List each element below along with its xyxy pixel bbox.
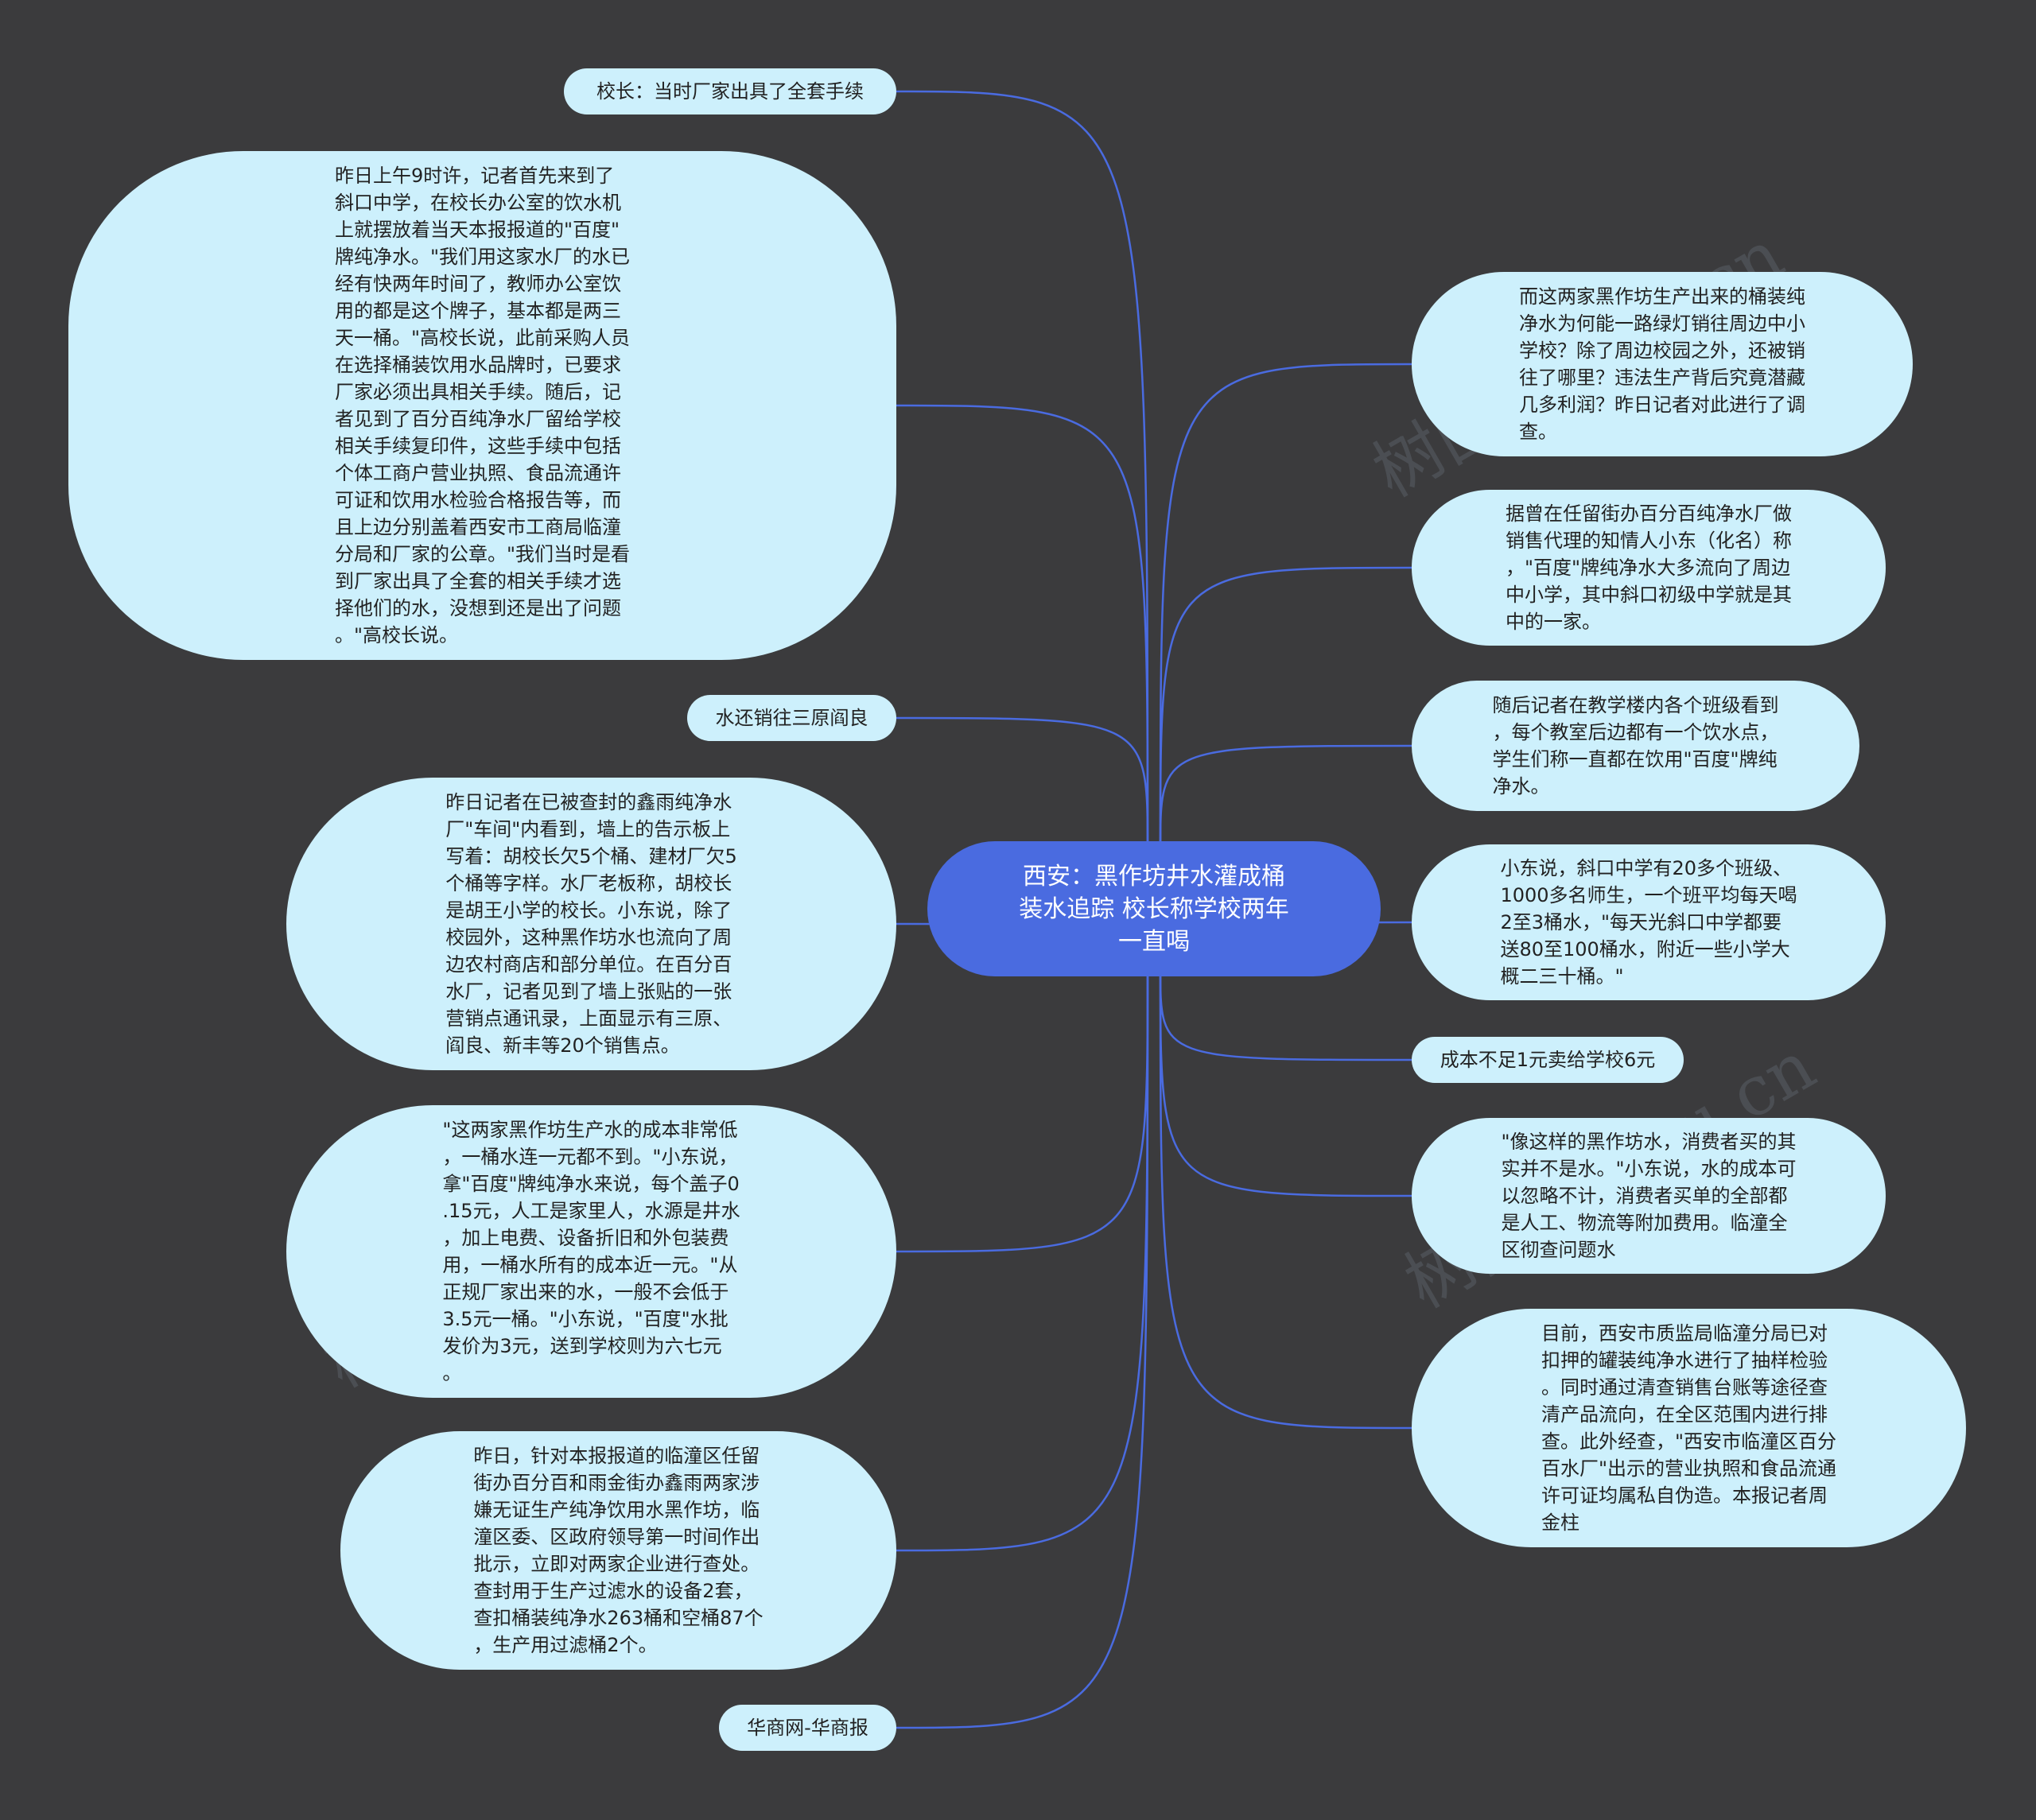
central-topic-text: 西安：黑作坊井水灌成桶 装水追踪 校长称学校两年 一直喝	[1019, 862, 1289, 956]
right-node-quality-inspection[interactable]: 目前，西安市质监局临潼分局已对 扣押的罐装纯净水进行了抽样检验 。同时通过清查销…	[1412, 1309, 1966, 1547]
left-node-text: 华商网-华商报	[747, 1717, 868, 1739]
connector-R7	[1159, 968, 1412, 1430]
left-node-text: 昨日上午9时许，记者首先来到了 斜口中学，在校长办公室的饮水机 上就摆放着当天本…	[334, 165, 631, 646]
left-node-cost-details[interactable]: "这两家黑作坊生产水的成本非常低 ，一桶水连一元都不到。"小东说， 拿"百度"牌…	[286, 1105, 896, 1398]
right-node-text: 成本不足1元卖给学校6元	[1440, 1049, 1656, 1071]
right-node-text: 随后记者在教学楼内各个班级看到 ，每个教室后边都有一个饮水点， 学生们称一直都在…	[1492, 694, 1779, 797]
right-node-classroom-water[interactable]: 随后记者在教学楼内各个班级看到 ，每个教室后边都有一个饮水点， 学生们称一直都在…	[1412, 681, 1859, 811]
connector-L6	[896, 968, 1149, 1552]
connector-L2	[896, 404, 1149, 850]
connector-R2	[1159, 566, 1412, 850]
left-node-sales-sanyuan[interactable]: 水还销往三原阎良	[687, 695, 896, 741]
connector-L5	[896, 968, 1149, 1253]
connector-R6	[1159, 968, 1412, 1197]
right-node-cost-profit[interactable]: 成本不足1元卖给学校6元	[1412, 1037, 1684, 1083]
right-node-text: 据曾在任留街办百分百纯净水厂做 销售代理的知情人小东（化名）称 ，"百度"牌纯净…	[1506, 503, 1792, 633]
connector-R5	[1159, 968, 1412, 1061]
connector-L1	[896, 90, 1149, 850]
central-topic[interactable]: 西安：黑作坊井水灌成桶 装水追踪 校长称学校两年 一直喝	[927, 841, 1381, 976]
left-node-text: "这两家黑作坊生产水的成本非常低 ，一桶水连一元都不到。"小东说， 拿"百度"牌…	[442, 1119, 740, 1384]
connector-L3	[896, 716, 1149, 850]
left-node-principal-account[interactable]: 昨日上午9时许，记者首先来到了 斜口中学，在校长办公室的饮水机 上就摆放着当天本…	[68, 151, 896, 660]
left-node-government-action[interactable]: 昨日，针对本报报道的临潼区任留 街办百分百和雨金街办鑫雨两家涉 嫌无证生产纯净饮…	[340, 1431, 896, 1670]
right-node-consumer-cost[interactable]: "像这样的黑作坊水，消费者买的其 实并不是水。"小东说，水的成本可 以忽略不计，…	[1412, 1118, 1886, 1274]
right-node-insider-xiaodong[interactable]: 据曾在任留街办百分百纯净水厂做 销售代理的知情人小东（化名）称 ，"百度"牌纯净…	[1412, 490, 1886, 646]
connector-R3	[1159, 744, 1412, 850]
left-node-principal-procedures[interactable]: 校长：当时厂家出具了全套手续	[564, 68, 896, 114]
left-node-text: 水还销往三原阎良	[715, 707, 868, 729]
connector-R1	[1159, 363, 1412, 850]
left-node-source[interactable]: 华商网-华商报	[719, 1705, 896, 1751]
left-node-workshop-notice[interactable]: 昨日记者在已被查封的鑫雨纯净水 厂"车间"内看到，墙上的告示板上 写着：胡校长欠…	[286, 778, 896, 1070]
right-node-daily-consumption[interactable]: 小东说，斜口中学有20多个班级、 1000多名师生，一个班平均每天喝 2至3桶水…	[1412, 844, 1886, 1000]
right-node-text: 小东说，斜口中学有20多个班级、 1000多名师生，一个班平均每天喝 2至3桶水…	[1500, 857, 1797, 988]
left-node-text: 校长：当时厂家出具了全套手续	[596, 80, 864, 103]
right-node-text: 而这两家黑作坊生产出来的桶装纯 净水为何能一路绿灯销往周边中小 学校？除了周边校…	[1519, 285, 1805, 443]
right-node-text: "像这样的黑作坊水，消费者买的其 实并不是水。"小东说，水的成本可 以忽略不计，…	[1501, 1131, 1797, 1261]
left-node-text: 昨日，针对本报报道的临潼区任留 街办百分百和雨金街办鑫雨两家涉 嫌无证生产纯净饮…	[473, 1445, 764, 1656]
left-node-text: 昨日记者在已被查封的鑫雨纯净水 厂"车间"内看到，墙上的告示板上 写着：胡校长欠…	[445, 791, 737, 1057]
connector-L7	[896, 968, 1149, 1729]
right-node-investigation-question[interactable]: 而这两家黑作坊生产出来的桶装纯 净水为何能一路绿灯销往周边中小 学校？除了周边校…	[1412, 272, 1913, 456]
right-node-text: 目前，西安市质监局临潼分局已对 扣押的罐装纯净水进行了抽样检验 。同时通过清查销…	[1541, 1322, 1837, 1534]
